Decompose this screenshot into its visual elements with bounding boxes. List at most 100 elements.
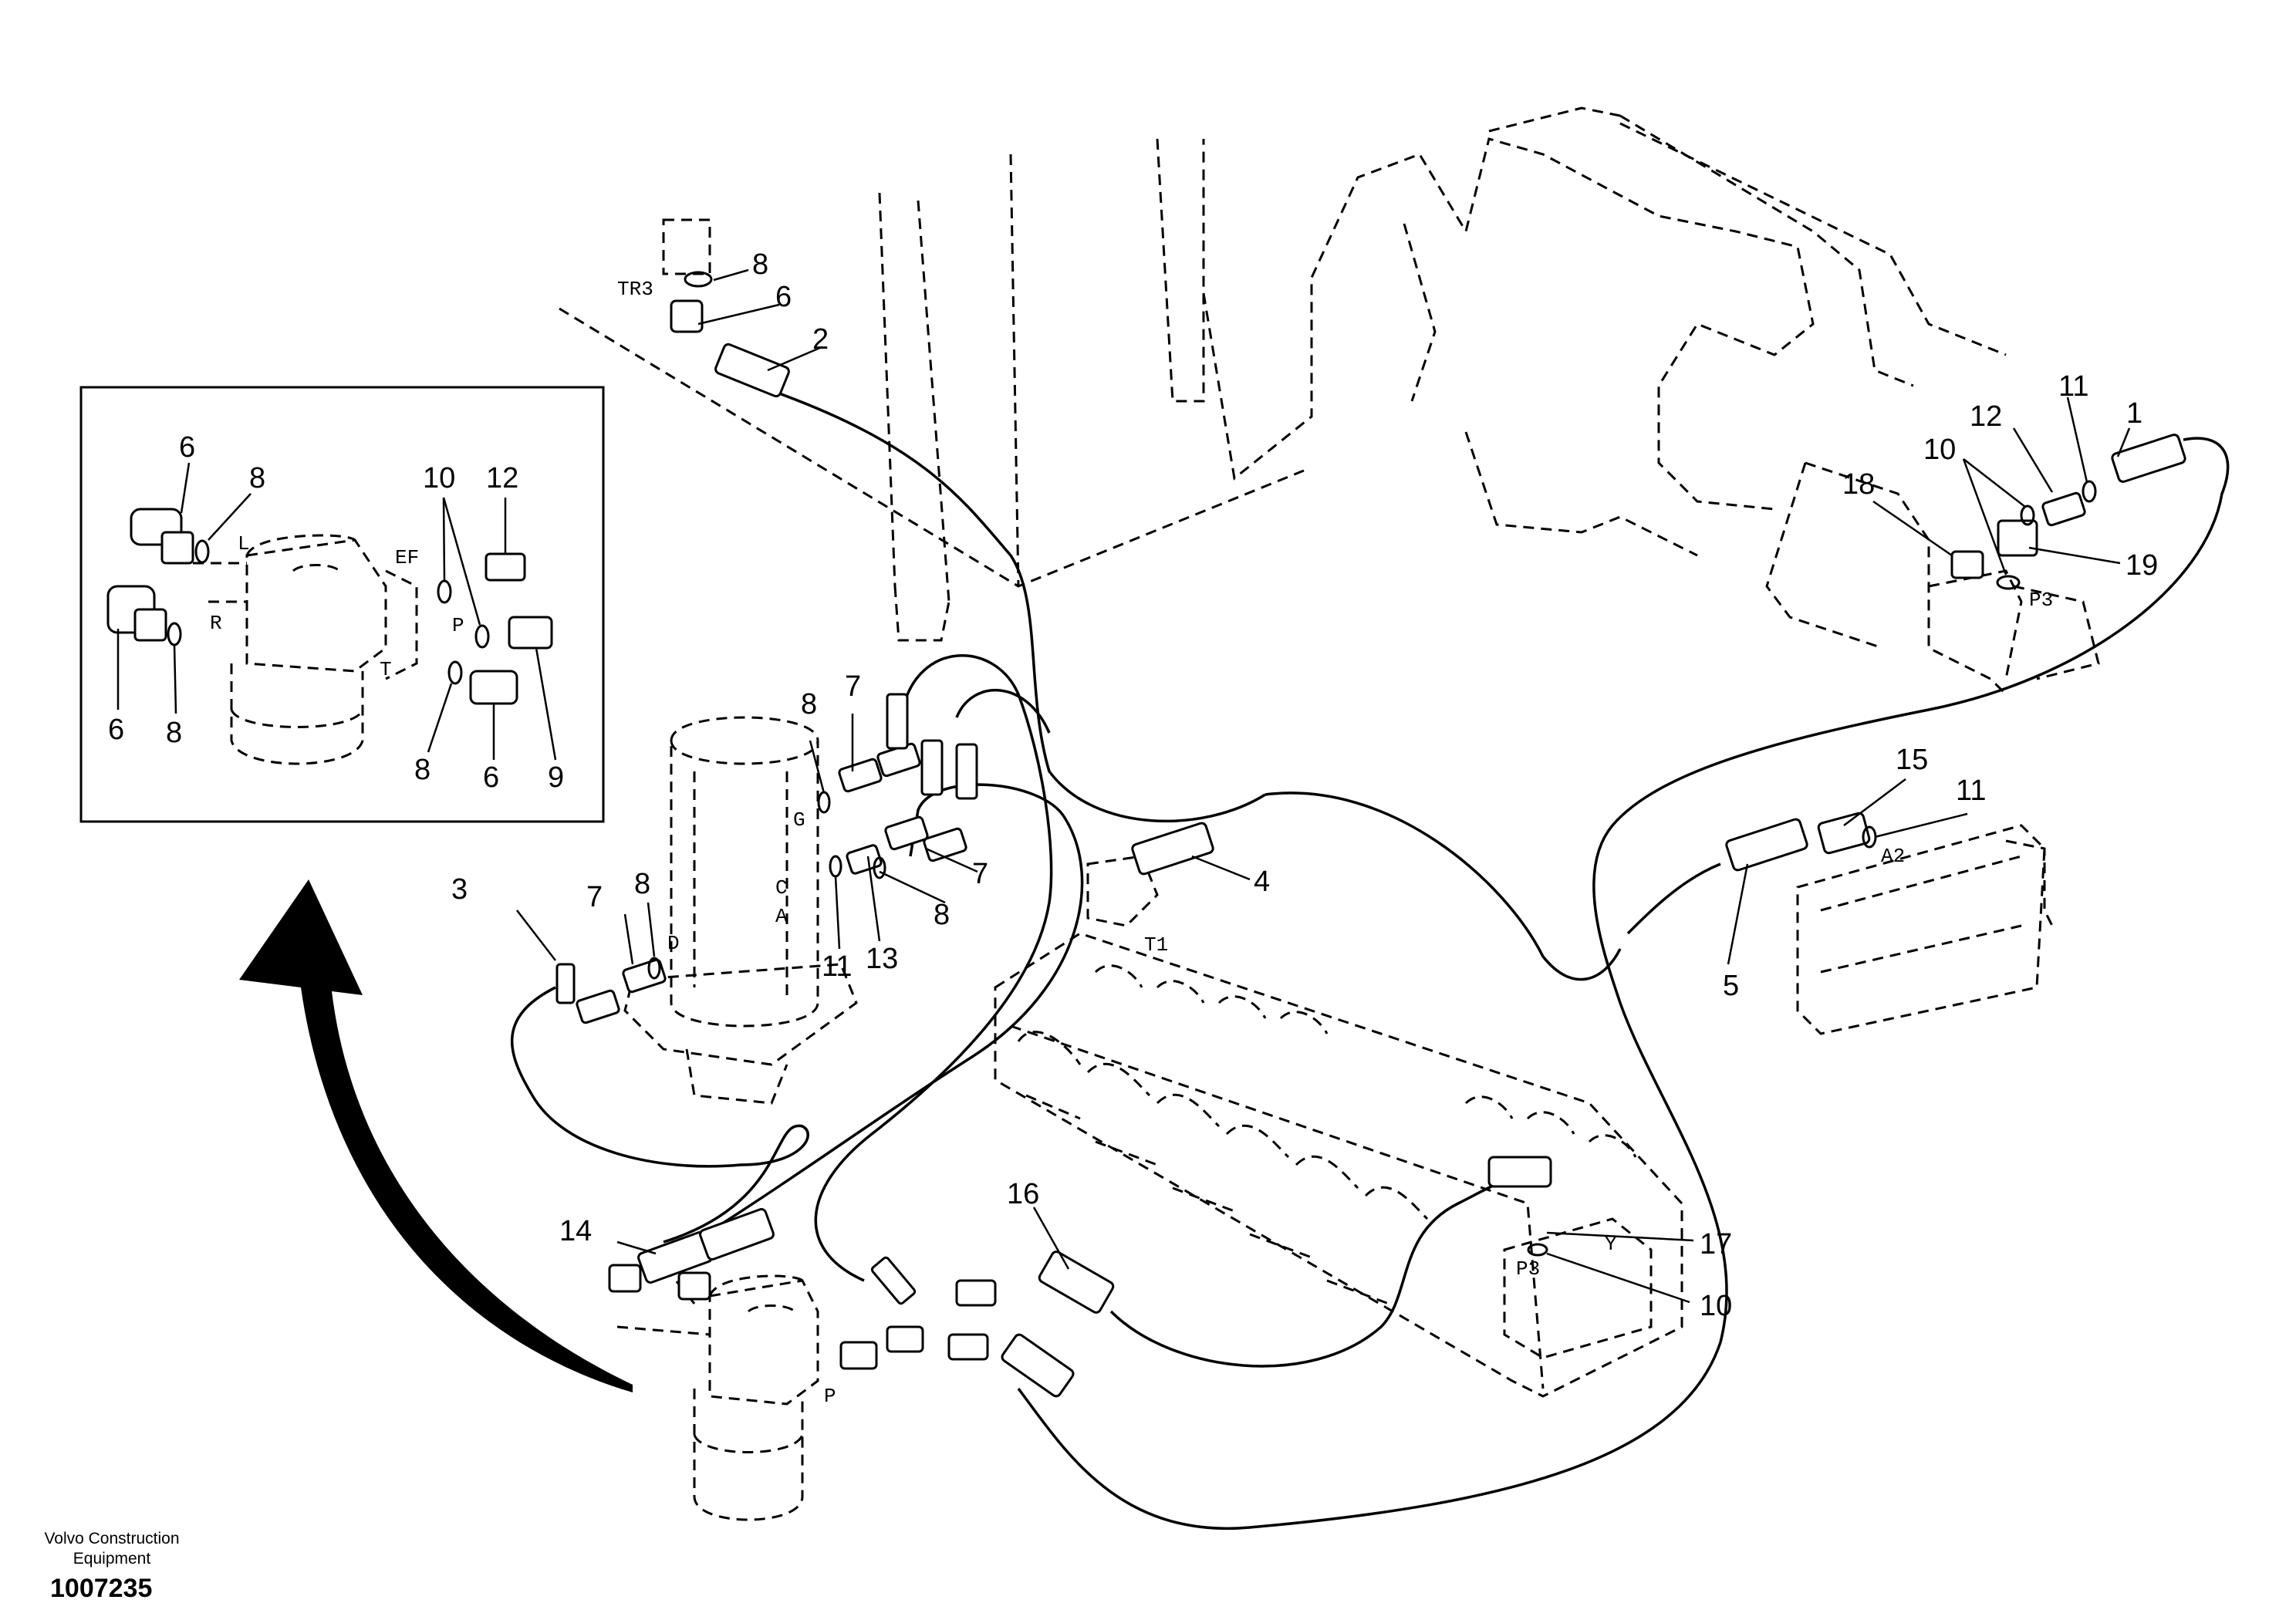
hose-16 xyxy=(1109,1171,1544,1368)
port-p-inset: P xyxy=(452,614,464,637)
fitting-19 xyxy=(1997,519,2038,557)
fitting-17 xyxy=(1487,1156,1552,1188)
fitting-left-7 xyxy=(622,958,667,994)
callout-9-inset: 9 xyxy=(548,761,564,794)
hose-5-loop xyxy=(1626,862,1721,935)
o-ring-8-left xyxy=(647,957,661,980)
callout-10-inset: 10 xyxy=(423,462,455,494)
port-g: G xyxy=(793,808,805,832)
callout-6-inset-b: 6 xyxy=(108,714,124,746)
fitting-swivel-4 xyxy=(839,1341,878,1370)
hose-return xyxy=(1264,791,1622,981)
drawing-number: 1007235 xyxy=(50,1574,153,1603)
fitting-swivel-3 xyxy=(886,1325,924,1353)
callout-19: 19 xyxy=(2125,549,2158,582)
port-y: Y xyxy=(1605,1233,1617,1256)
inset-fitting-6a xyxy=(160,531,194,565)
o-ring-inset-8b xyxy=(167,622,182,646)
fitting-hose-end-b xyxy=(920,739,944,796)
inset-frame xyxy=(79,386,605,823)
fitting-hose-3-end xyxy=(555,963,576,1004)
hoses xyxy=(510,392,2230,1531)
port-tr3: TR3 xyxy=(617,278,653,301)
callout-6-inset-c: 6 xyxy=(483,761,499,794)
callout-11-right: 11 xyxy=(2058,370,2088,403)
callout-11-far: 11 xyxy=(1956,775,1986,807)
valve-block-a2-outline xyxy=(1796,824,2054,1035)
o-ring-8-mid xyxy=(817,791,831,814)
o-ring-8-right xyxy=(873,856,886,879)
brand-name-line2: Equipment xyxy=(73,1550,151,1568)
callout-7-left: 7 xyxy=(586,881,603,913)
fitting-center-3 xyxy=(884,815,929,851)
port-a2: A2 xyxy=(1881,845,1905,868)
pump-unit-outline xyxy=(1765,461,2100,696)
port-l: L xyxy=(238,532,250,555)
callout-10-right: 10 xyxy=(1923,434,1956,466)
fitting-tr3-elbow xyxy=(670,299,704,333)
fitting-swivel-1 xyxy=(955,1279,997,1307)
center-tank-outline xyxy=(623,218,858,1105)
inset-fitting-6b xyxy=(133,608,167,642)
inset-detail xyxy=(79,386,605,823)
fitting-center-5 xyxy=(846,844,883,875)
o-rings xyxy=(167,271,2097,1257)
callout-8-mid: 8 xyxy=(801,688,817,721)
callout-6-top: 6 xyxy=(775,281,792,313)
port-ef: EF xyxy=(395,546,419,569)
swivel-joint-outline xyxy=(616,1264,819,1521)
port-t: T xyxy=(380,658,392,681)
hose-2 xyxy=(778,392,1266,823)
callout-11-mid: 11 xyxy=(822,950,852,983)
fitting-4 xyxy=(1131,822,1214,876)
port-a: A xyxy=(775,905,788,928)
fitting-15 xyxy=(1817,812,1871,855)
callout-8-right: 8 xyxy=(934,899,950,931)
callout-8-inset-c: 8 xyxy=(414,754,430,786)
port-c: C xyxy=(775,876,788,899)
o-ring-10-bottom xyxy=(1527,1243,1548,1257)
inset-fitting-9 xyxy=(508,616,553,650)
control-valve-bank-outline xyxy=(994,855,1683,1398)
callout-14: 14 xyxy=(559,1215,592,1247)
hose-center-b xyxy=(955,688,1051,734)
callout-7-mid: 7 xyxy=(845,670,861,703)
port-labels: TR3 L EF R P T G C A D T1 P3 A2 Y P3 P xyxy=(210,278,2053,1408)
port-p-swivel: P xyxy=(824,1385,836,1408)
fitting-12r xyxy=(2041,491,2086,527)
o-ring-p3 xyxy=(1996,575,2021,590)
callout-12-right: 12 xyxy=(1970,400,2002,433)
callout-6-inset-a: 6 xyxy=(179,431,195,464)
fitting-left-elbow xyxy=(576,989,620,1024)
callout-8-top: 8 xyxy=(752,248,768,281)
o-ring-inset-8a xyxy=(194,539,210,564)
fitting-5 xyxy=(1725,818,1808,872)
fitting-16 xyxy=(1038,1250,1115,1314)
callout-7-right: 7 xyxy=(972,858,988,890)
callout-12-inset: 12 xyxy=(486,462,518,494)
hose-14 xyxy=(717,783,1084,1228)
callout-8-inset-b: 8 xyxy=(166,717,182,749)
o-ring-inset-10b xyxy=(474,624,490,649)
inset-fitting-6c xyxy=(469,670,518,705)
hose-center-a xyxy=(814,654,1053,1282)
fitting-14-sleeve xyxy=(870,1256,917,1305)
part-callouts: 8 6 2 1 12 11 10 18 19 4 15 11 5 3 7 8 8… xyxy=(108,248,2158,1322)
callout-18: 18 xyxy=(1842,468,1875,501)
hose-1 xyxy=(1017,437,2230,1531)
fitting-center-1 xyxy=(838,758,883,793)
port-d: D xyxy=(667,932,680,955)
port-t1: T1 xyxy=(1144,933,1168,957)
fitting-swivel-2 xyxy=(947,1333,989,1361)
brand-name-line1: Volvo Construction xyxy=(44,1530,180,1547)
hose-3 xyxy=(510,986,809,1244)
o-ring-11-right xyxy=(2082,480,2097,503)
machine-frame-outline xyxy=(559,106,2007,642)
callout-17: 17 xyxy=(1700,1228,1732,1261)
callout-4: 4 xyxy=(1254,866,1270,898)
callout-5: 5 xyxy=(1723,970,1739,1002)
fitting-14b xyxy=(699,1208,775,1261)
fitting-18 xyxy=(1950,550,1984,579)
callout-3: 3 xyxy=(451,873,468,906)
